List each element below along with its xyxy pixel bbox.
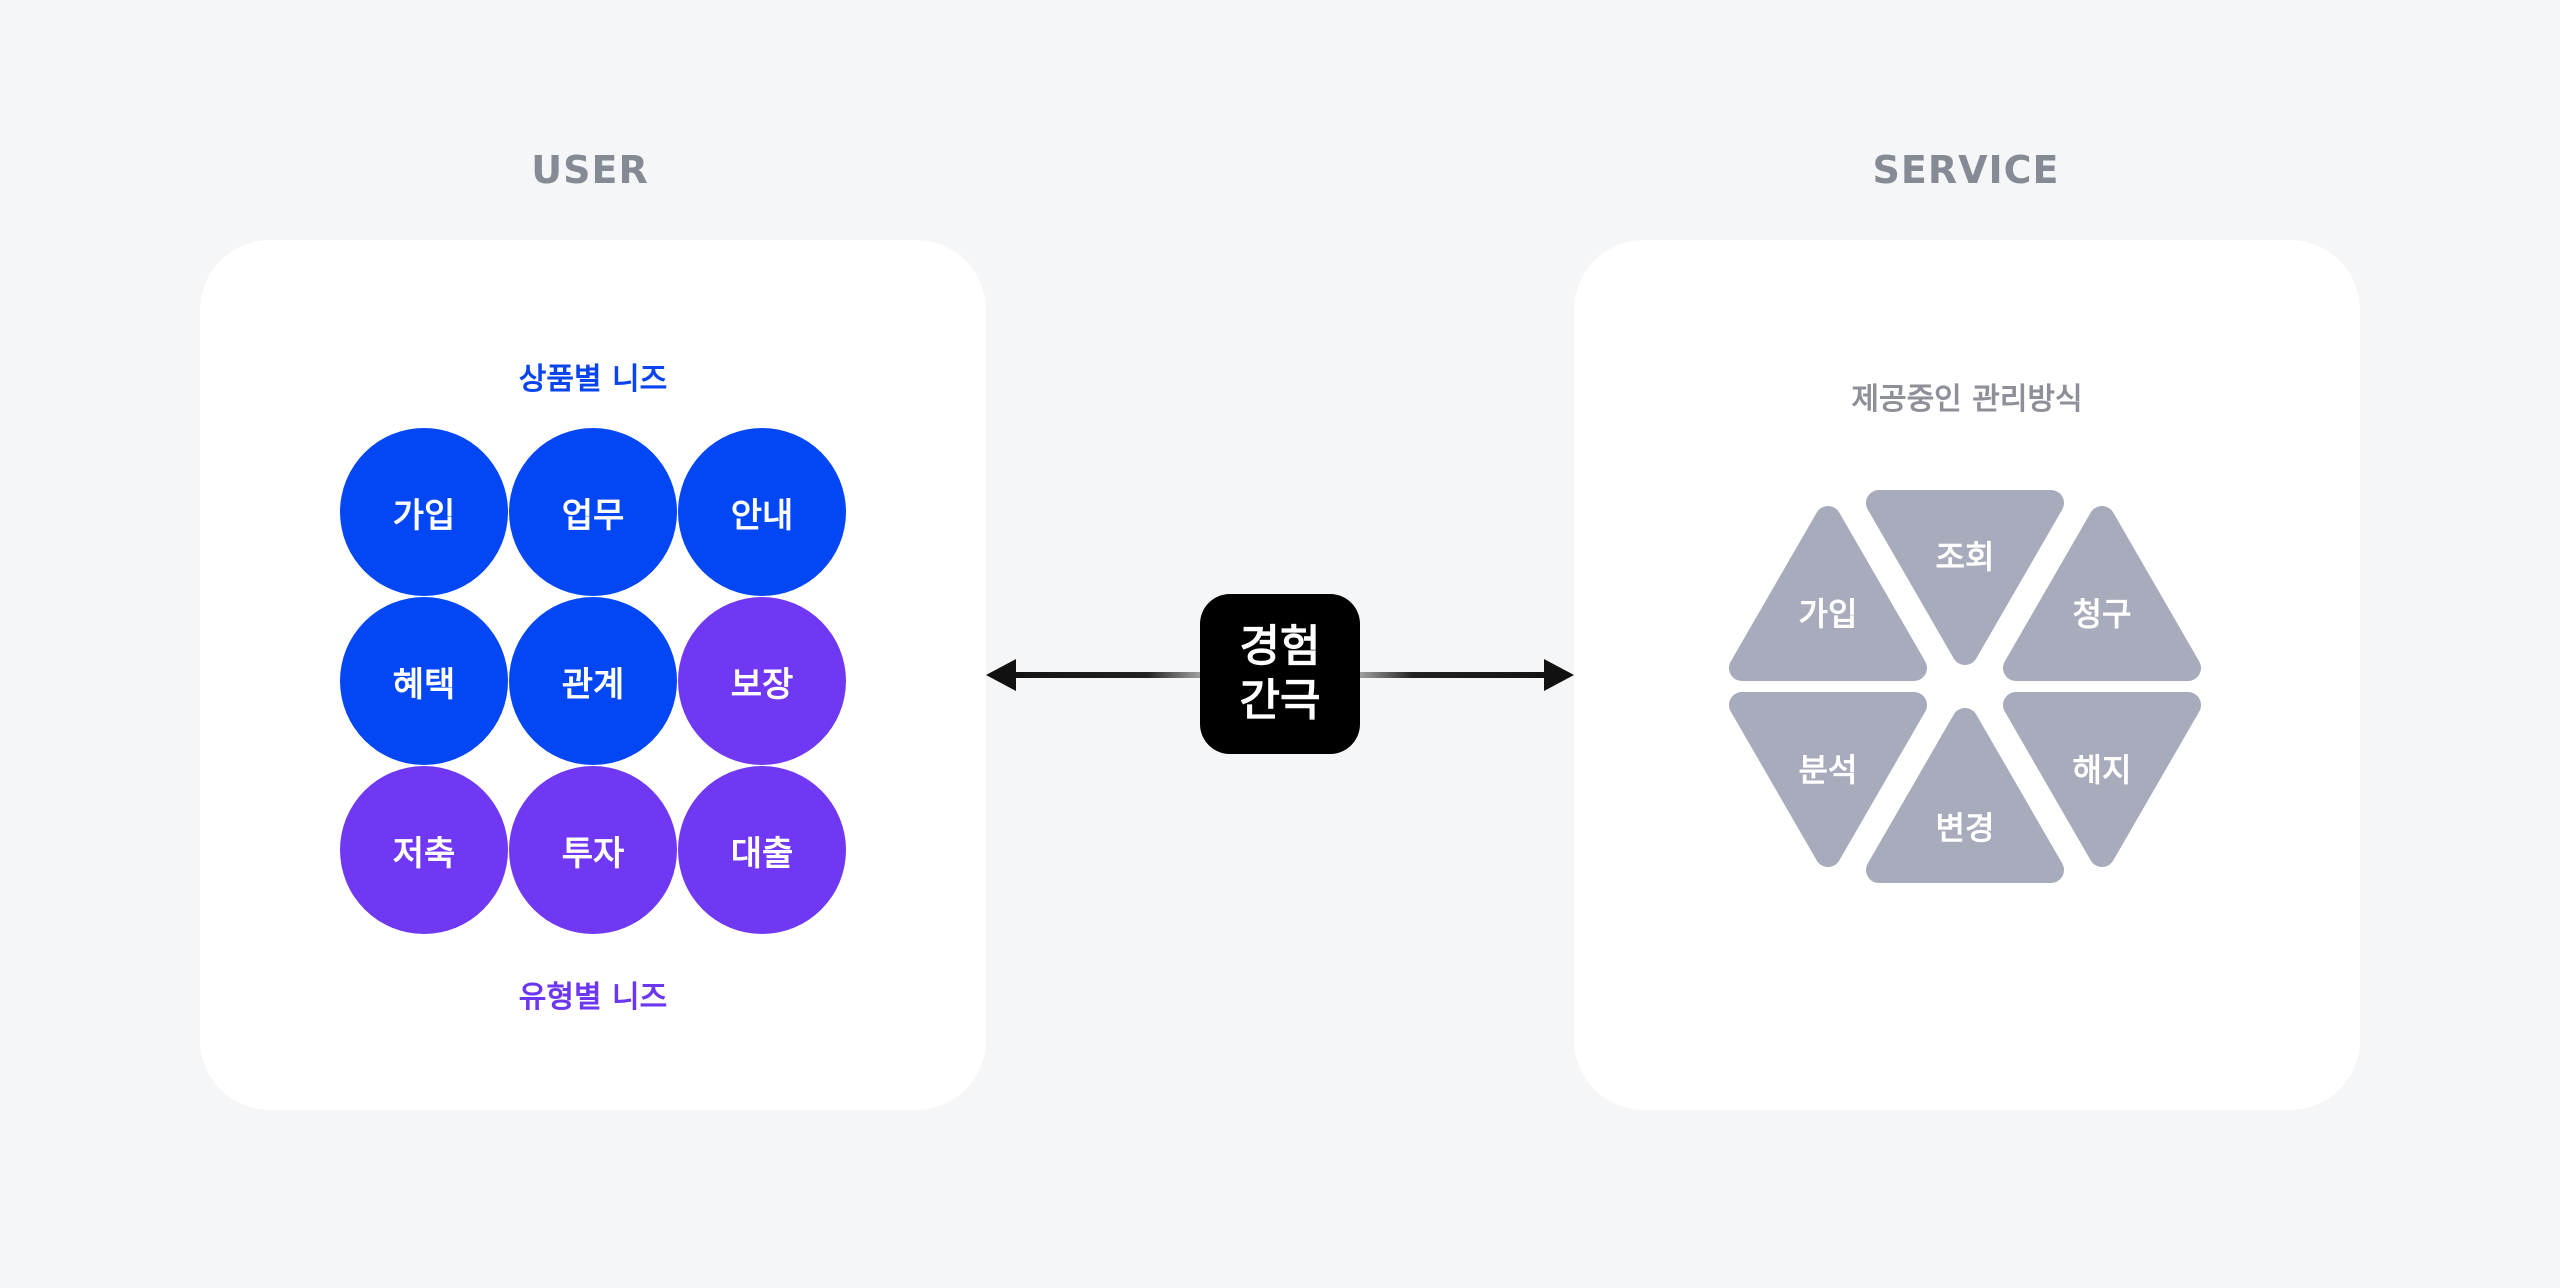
need-circle-work: 업무: [509, 428, 677, 596]
bidirectional-arrow: [986, 659, 1574, 691]
triangle-label-change: 변경: [1935, 809, 1995, 847]
arrow-line-left: [1000, 672, 1210, 678]
gap-label-line2: 간극: [1239, 675, 1321, 726]
service-hexagon: [1729, 490, 2201, 883]
triangle-change: [1866, 708, 2064, 883]
service-method-caption: 제공중인 관리방식: [1851, 382, 2083, 417]
need-circle-join: 가입: [340, 428, 508, 596]
triangle-label-analysis: 분석: [1798, 751, 1858, 789]
arrow-head-right: [1544, 659, 1574, 691]
need-circle-relationship: 관계: [509, 597, 677, 765]
user-panel: 상품별 니즈 가입 업무 안내 혜택 관계 보장 저축 투자 대출 유형별 니즈: [200, 240, 986, 1110]
gap-label-line1: 경험: [1239, 621, 1321, 672]
triangle-label-cancel: 해지: [2072, 751, 2132, 789]
need-circle-benefit: 혜택: [340, 597, 508, 765]
need-circle-guide: 안내: [678, 428, 846, 596]
need-circle-coverage: 보장: [678, 597, 846, 765]
triangle-label-claim: 청구: [2072, 595, 2132, 633]
arrow-line-right: [1350, 672, 1560, 678]
service-column-title: SERVICE: [1872, 148, 2060, 192]
experience-gap-box: 경험 간극: [1200, 594, 1360, 754]
arrow-head-left: [986, 659, 1016, 691]
type-needs-caption: 유형별 니즈: [518, 980, 668, 1015]
service-panel: 제공중인 관리방식 조회 청구 해지 변경 분석 가입: [1574, 240, 2360, 1110]
product-needs-caption: 상품별 니즈: [518, 362, 668, 397]
need-circle-loan: 대출: [678, 766, 846, 934]
triangle-label-join: 가입: [1798, 595, 1858, 633]
triangle-analysis: [1729, 692, 1927, 867]
triangle-label-inquiry: 조회: [1935, 538, 1995, 576]
user-column-title: USER: [531, 148, 649, 192]
triangle-inquiry: [1866, 490, 2064, 665]
triangle-join: [1729, 506, 1927, 681]
need-circle-savings: 저축: [340, 766, 508, 934]
triangle-cancel: [2003, 692, 2201, 867]
need-circle-investment: 투자: [509, 766, 677, 934]
triangle-claim: [2003, 506, 2201, 681]
